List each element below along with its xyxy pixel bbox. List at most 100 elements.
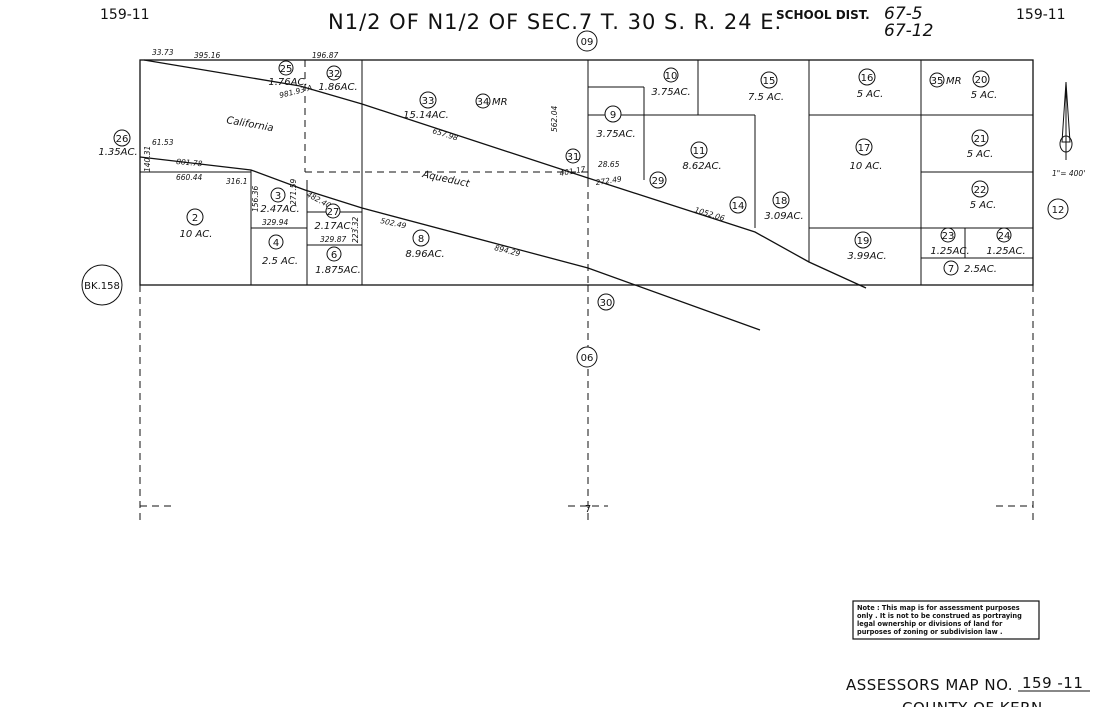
svg-text:18: 18 [775,196,788,207]
svg-text:17: 17 [858,143,871,154]
svg-text:35: 35 [931,76,944,87]
svg-text:9: 9 [610,110,616,121]
svg-text:31: 31 [567,152,580,163]
parcel-9[interactable]: 9 3.75AC. [596,105,636,140]
parcel-20[interactable]: 205 AC. [971,70,998,101]
dimension-label: 33.73 [152,48,174,57]
parcel-10[interactable]: 10 3.75AC. [651,67,691,98]
parcel-6[interactable]: 61.875AC. [315,246,361,276]
svg-text:1.35AC.: 1.35AC. [98,147,137,158]
parcel-18[interactable]: 183.09AC. [764,191,804,222]
parcel-29[interactable]: 29 [649,171,667,189]
parcel-25[interactable]: 251.76AC. [268,60,308,88]
map-title: N1/2 OF N1/2 OF SEC.7 T. 30 S. R. 24 E. [328,10,782,34]
parcel-30[interactable]: 30 [597,293,615,311]
svg-text:2.17AC.: 2.17AC. [314,221,353,232]
section-east-label[interactable]: 12 [1047,198,1069,220]
svg-text:BK.158: BK.158 [84,281,120,292]
assessment-note: Note : This map is for assessment purpos… [852,600,1040,640]
svg-text:19: 19 [857,236,870,247]
svg-text:34: 34 [477,97,490,108]
parcel-26[interactable]: 26 1.35AC. [98,129,138,158]
book-reference-label[interactable]: BK.158 [81,264,123,306]
parcel-17[interactable]: 17 10 AC. [850,138,883,172]
parcel-boundaries [139,59,1034,286]
svg-text:Note : This map is for assessm: Note : This map is for assessment purpos… [857,604,1020,612]
svg-text:3.99AC.: 3.99AC. [847,251,886,262]
svg-text:only . It is not to be constru: only . It is not to be construed as port… [857,612,1022,620]
svg-text:MR: MR [492,97,508,108]
svg-text:1.86AC.: 1.86AC. [318,82,357,93]
svg-text:21: 21 [974,134,987,145]
svg-text:4: 4 [273,238,279,249]
dimension-label: 272.49 [595,174,622,187]
svg-text:2: 2 [192,213,198,224]
svg-text:27: 27 [327,207,340,218]
parcel-16[interactable]: 16 5 AC. [857,68,884,100]
svg-text:5 AC.: 5 AC. [967,149,994,160]
svg-text:25: 25 [280,64,293,75]
svg-text:3.75AC.: 3.75AC. [651,87,690,98]
section-extension-lines [139,285,1034,520]
parcel-19[interactable]: 19 3.99AC. [847,231,887,262]
parcel-markers: 261.35AC. 251.76AC. 321.86AC. 3315.14AC.… [98,60,1026,276]
svg-text:8.96AC.: 8.96AC. [405,249,444,260]
svg-text:3: 3 [275,191,281,202]
svg-text:3.75AC.: 3.75AC. [596,129,635,140]
section-north-label[interactable]: 09 [576,30,598,52]
parcel-2[interactable]: 2 10 AC. [180,208,213,240]
parcel-15[interactable]: 157.5 AC. [748,71,784,103]
map-number-top-right: 159-11 [1016,7,1066,23]
svg-text:MR: MR [946,76,962,87]
parcel-27[interactable]: 27 2.17AC. [314,203,354,232]
county-label: COUNTY OF KERN [902,699,1043,707]
parcel-3[interactable]: 32.47AC. [260,187,300,215]
svg-text:26: 26 [116,134,129,145]
parcel-8[interactable]: 88.96AC. [405,229,445,260]
parcel-14[interactable]: 14 [729,196,747,214]
svg-text:10: 10 [665,71,678,82]
school-district-2: 67-12 [884,21,933,41]
svg-text:14: 14 [732,201,745,212]
dimension-label: 196.87 [312,51,338,60]
svg-text:2.5 AC.: 2.5 AC. [262,256,298,267]
svg-text:20: 20 [975,75,988,86]
parcel-23[interactable]: 231.25AC. [930,227,970,257]
north-arrow-icon [1059,81,1073,160]
parcel-31[interactable]: 31 [565,148,581,164]
parcel-11[interactable]: 118.62AC. [682,141,722,172]
svg-text:06: 06 [581,353,594,364]
map-number-top-left: 159-11 [100,7,150,23]
parcel-32[interactable]: 321.86AC. [318,65,358,93]
parcel-21[interactable]: 21 5 AC. [967,129,994,160]
svg-text:22: 22 [974,185,987,196]
svg-text:legal ownership or divisions o: legal ownership or divisions of land for [857,620,1003,628]
svg-text:15.14AC.: 15.14AC. [403,110,449,121]
svg-text:11: 11 [693,146,706,157]
dimension-label: 271.59 [289,179,298,205]
dimension-label: 28.65 [598,160,620,169]
parcel-22[interactable]: 225 AC. [970,180,997,211]
svg-text:15: 15 [763,76,776,87]
assessor-map-number: 159 -11 [1022,674,1083,692]
svg-text:6: 6 [331,250,337,261]
dimension-label: 140.31 [143,146,152,172]
parcel-24[interactable]: 241.25AC. [986,227,1026,257]
svg-text:23: 23 [942,231,955,242]
svg-text:5 AC.: 5 AC. [857,89,884,100]
parcel-4[interactable]: 4 2.5 AC. [262,234,298,267]
section-south-label[interactable]: 06 [576,346,598,368]
map-scale: 1"= 400' [1052,169,1085,178]
svg-text:30: 30 [600,298,613,309]
dimension-label: 395.16 [194,51,220,60]
svg-text:2.5AC.: 2.5AC. [964,264,997,275]
svg-text:16: 16 [861,73,874,84]
dimension-label: 657.98 [431,126,459,142]
svg-text:10 AC.: 10 AC. [180,229,213,240]
svg-text:10 AC.: 10 AC. [850,161,883,172]
